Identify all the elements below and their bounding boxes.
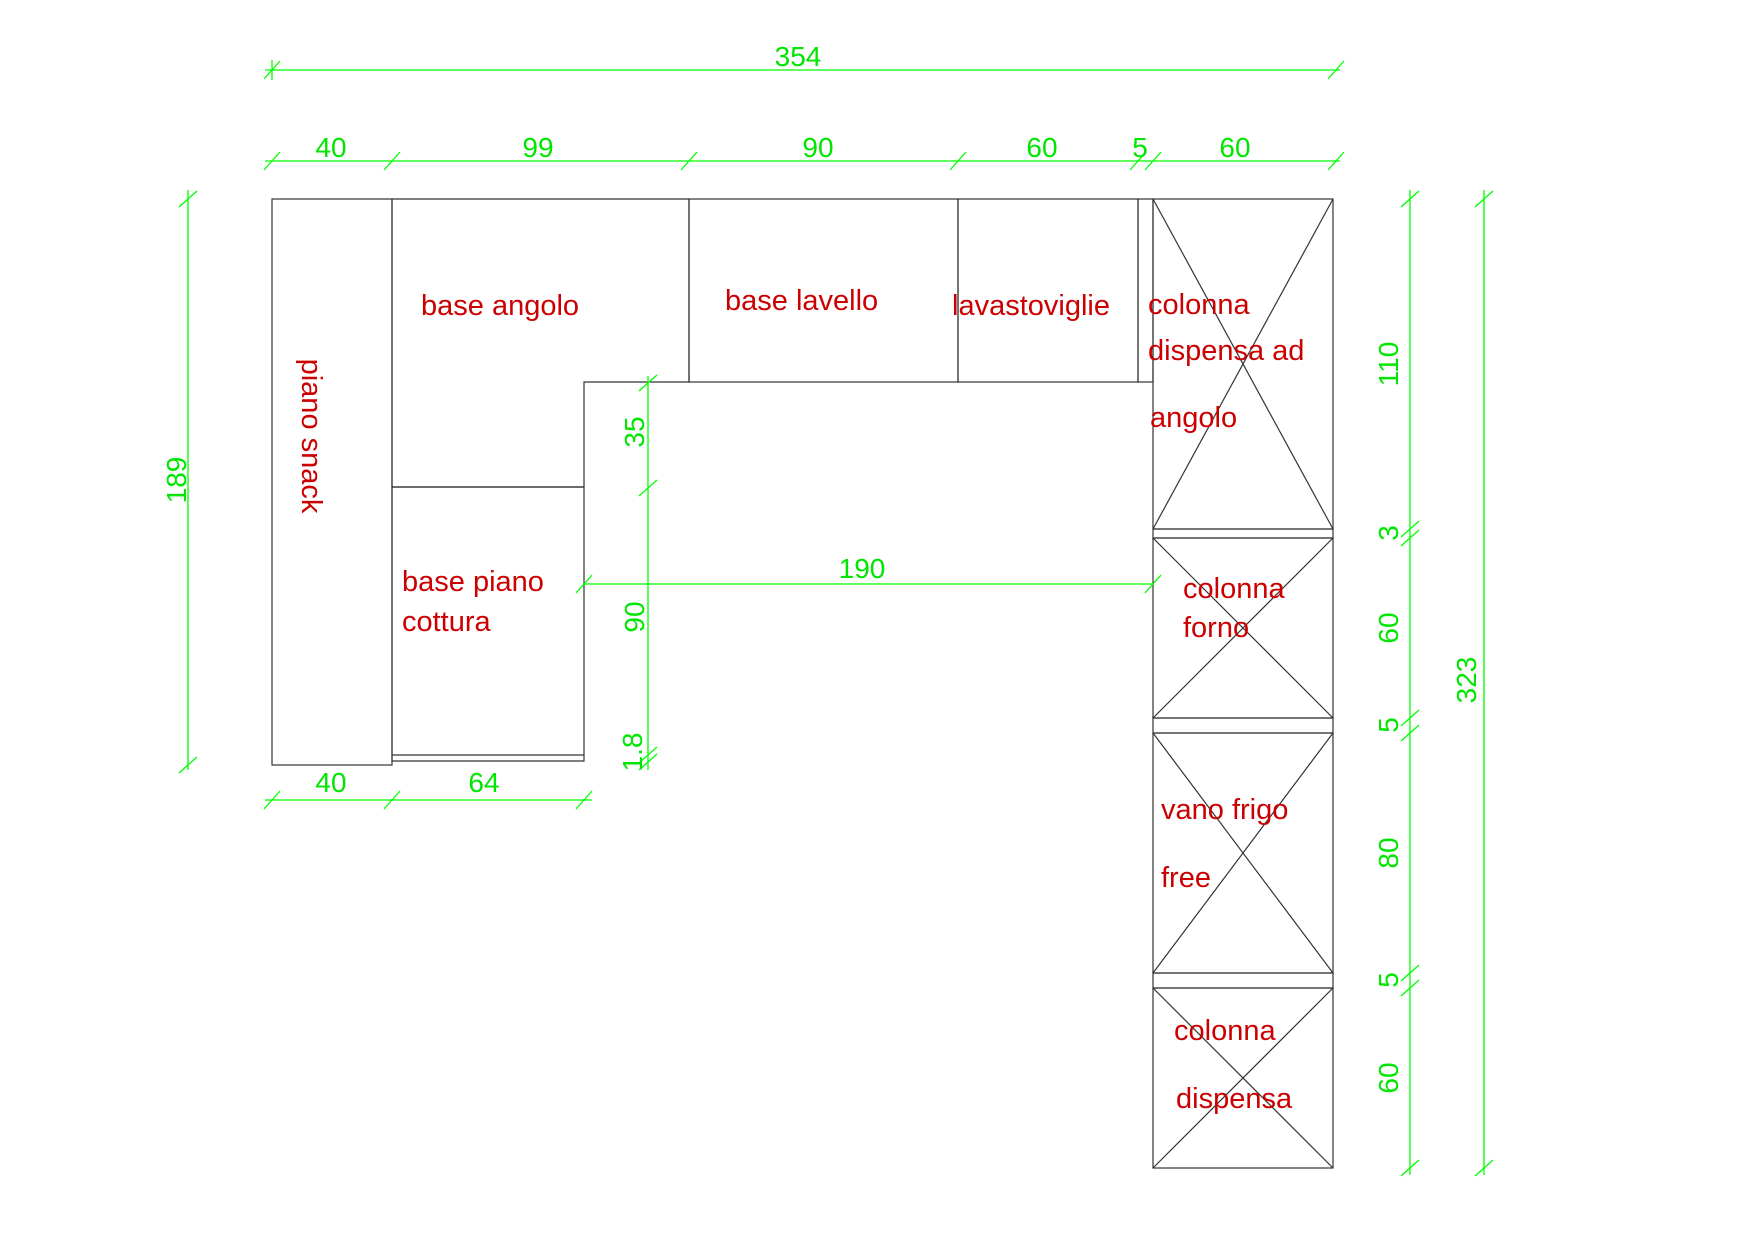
dim-right-5a: 5 [1373,717,1404,733]
dim-inner-90: 90 [619,601,650,632]
dim-left-189: 189 [161,457,192,504]
colonna-angolo-cross-2 [1152,198,1334,530]
dim-ticks-inner-vertical [638,374,658,771]
dim-top-60a: 60 [1026,132,1057,163]
label-base-piano-line2: cottura [402,606,492,638]
dimension-values: 354 40 99 90 60 5 60 189 40 64 35 90 1.8… [161,41,1482,1094]
label-base-piano-line1: base piano [402,566,544,598]
dim-ticks-right-segments [1400,190,1420,1177]
dim-right-5b: 5 [1373,972,1404,988]
dim-top-5: 5 [1132,132,1148,163]
dim-top-60b: 60 [1219,132,1250,163]
dim-ticks-overall-height [1474,190,1494,1177]
gap-3-outline [1152,528,1334,539]
label-colonna-forno-line1: colonna [1183,573,1285,605]
colonna-dispensa-cross-2 [1152,987,1334,1169]
dim-inner-190: 190 [839,553,886,584]
dim-right-110: 110 [1373,342,1404,387]
dim-ticks-left-189 [178,190,198,774]
dim-overall-height: 323 [1451,657,1482,704]
label-base-lavello: base lavello [725,285,878,317]
gap-5b-outline [1152,972,1334,989]
label-lavastoviglie: lavastoviglie [952,290,1110,322]
label-colonna-dispensa-line1: colonna [1174,1015,1276,1047]
dim-overall-width: 354 [775,41,822,72]
dim-ticks-bottom [263,790,593,810]
vano-frigo-cross-2 [1152,732,1334,974]
dim-top-90: 90 [802,132,833,163]
dim-ticks-top-segments [263,151,1345,171]
cabinet-outlines [271,198,1334,1169]
label-vano-frigo-line2: free [1161,862,1211,894]
label-colonna-angolo-line1: colonna [1148,289,1250,321]
gap-5a-outline [1152,717,1334,734]
label-colonna-angolo-line3: angolo [1150,402,1237,434]
dim-inner-35: 35 [619,416,650,447]
dim-right-3: 3 [1373,525,1404,541]
dim-right-60b: 60 [1373,1062,1404,1093]
dim-right-80: 80 [1373,837,1404,868]
label-colonna-angolo-line2: dispensa ad [1148,335,1304,367]
colonna-forno-cross-2 [1152,537,1334,719]
dim-ticks-inner-190 [575,574,1162,594]
dimension-lines [178,60,1494,1177]
label-colonna-forno-line2: forno [1183,612,1249,644]
dim-right-60a: 60 [1373,612,1404,643]
colonna-dispensa-outline [1152,987,1334,1169]
base-piano-cottura-outline [391,486,585,762]
label-base-angolo: base angolo [421,290,579,322]
label-vano-frigo-line1: vano frigo [1161,794,1288,826]
label-piano-snack: piano snack [295,359,327,514]
dim-bottom-40: 40 [315,767,346,798]
dim-bottom-64: 64 [468,767,499,798]
piano-snack-outline [271,198,393,766]
dim-top-40: 40 [315,132,346,163]
label-colonna-dispensa-line2: dispensa [1176,1083,1293,1115]
dim-top-99: 99 [522,132,553,163]
cabinet-labels: piano snack base angolo base lavello lav… [295,285,1304,1115]
dim-inner-1-8: 1.8 [617,733,648,772]
